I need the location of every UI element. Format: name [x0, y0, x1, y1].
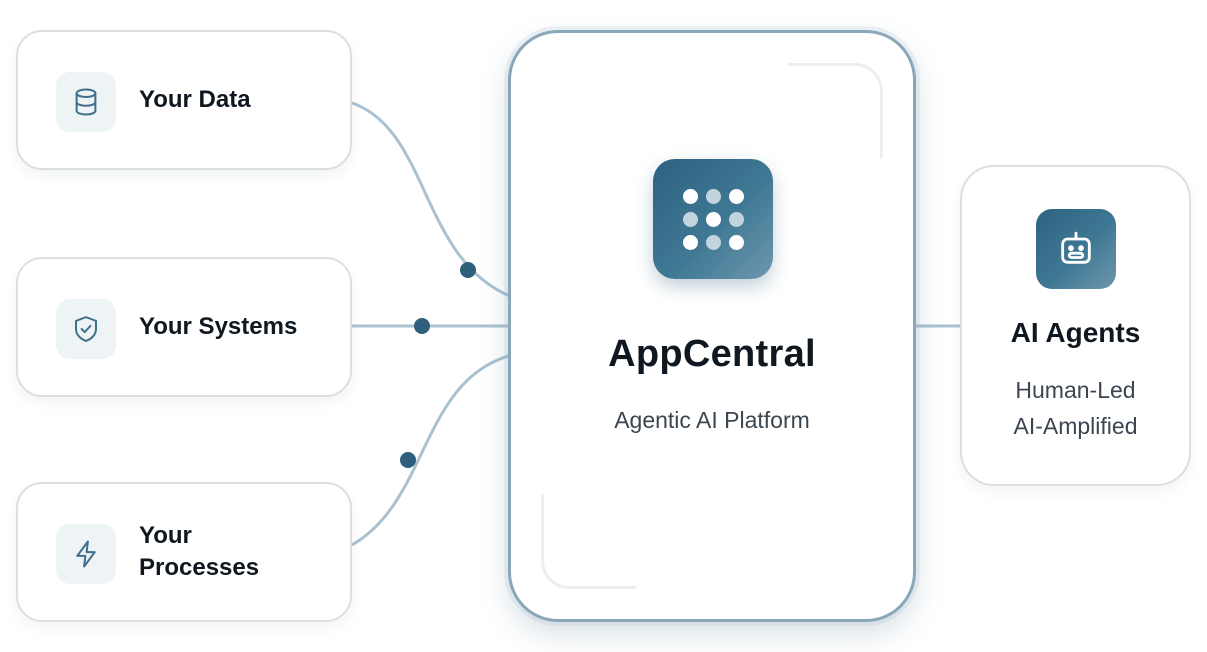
logo-dot: [683, 235, 698, 250]
hub-title: AppCentral: [608, 333, 816, 375]
logo-dot: [706, 212, 721, 227]
connector-dot-data: [460, 262, 476, 278]
grid-dots-icon: [653, 159, 773, 279]
logo-dot: [729, 189, 744, 204]
logo-dot: [706, 235, 721, 250]
connector-data-to-hub: [351, 101, 513, 299]
agents-card: AI Agents Human-Led AI-Amplified: [960, 165, 1191, 486]
agents-title: AI Agents: [1010, 317, 1141, 348]
hub-subtitle: Agentic AI Platform: [614, 407, 810, 433]
source-card-systems: Your Systems: [16, 257, 352, 397]
logo-dot: [729, 235, 744, 250]
source-label-systems: Your Systems: [139, 313, 298, 340]
logo-dot: [706, 189, 721, 204]
logo-dot: [683, 189, 698, 204]
source-card-data: Your Data: [16, 30, 352, 170]
logo-dot: [729, 212, 744, 227]
hub-corner-decoration: [541, 494, 636, 589]
connector-dot-processes: [400, 452, 416, 468]
connector-processes-to-hub: [351, 353, 513, 547]
connector-dot-systems: [414, 318, 430, 334]
agents-tagline-2: AI-Amplified: [1013, 413, 1138, 439]
shield-check-icon: [56, 299, 116, 359]
source-label-data: Your Data: [139, 86, 251, 113]
source-card-processes: Your Processes: [16, 482, 352, 622]
robot-icon: [1036, 209, 1116, 289]
source-label-processes: Your Processes: [139, 522, 260, 581]
logo-dot: [683, 212, 698, 227]
hub-corner-decoration: [788, 63, 883, 158]
lightning-icon: [56, 524, 116, 584]
agents-tagline-1: Human-Led: [1015, 377, 1136, 403]
hub-card-appcentral: AppCentral Agentic AI Platform: [508, 30, 916, 622]
database-icon: [56, 72, 116, 132]
